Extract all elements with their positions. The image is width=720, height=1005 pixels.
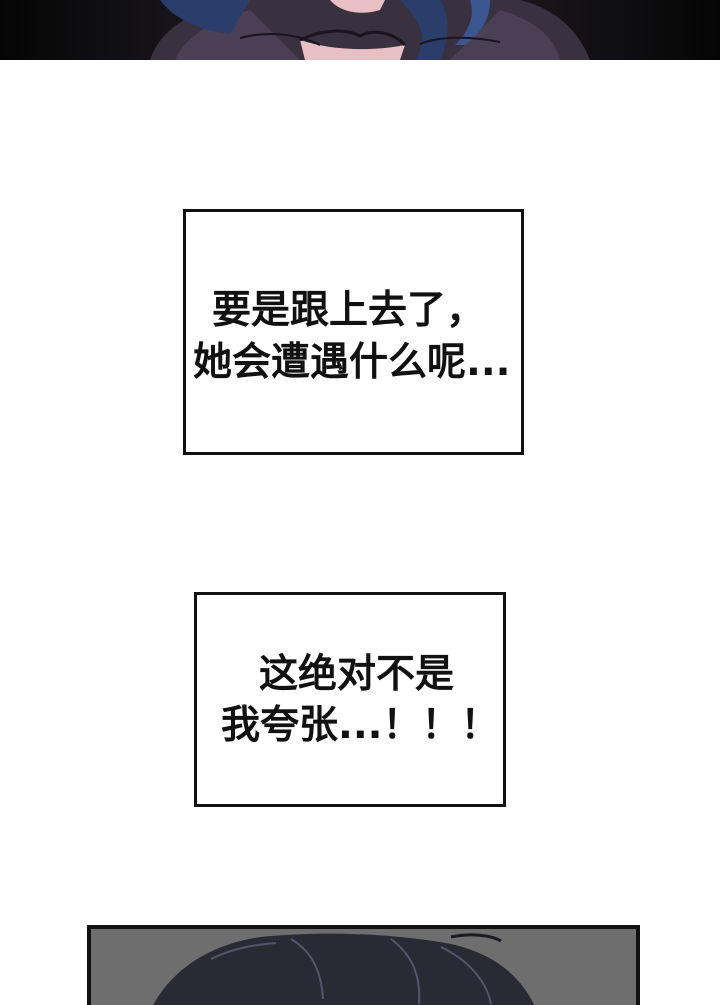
- caption-box-1: 要是跟上去了， 她会遭遇什么呢...: [183, 209, 524, 455]
- caption-2-line-1: 这绝对不是: [259, 652, 455, 697]
- character-shoulders-art: [0, 0, 720, 60]
- caption-1-line-2: 她会遭遇什么呢...: [193, 340, 511, 385]
- caption-box-2: 这绝对不是 我夸张...！！！: [194, 592, 506, 807]
- bottom-art-panel: [87, 925, 640, 1005]
- character-head-art: [91, 929, 636, 1005]
- caption-1-line-1: 要是跟上去了，: [212, 288, 486, 333]
- top-art-panel: [0, 0, 720, 60]
- caption-2-line-2: 我夸张...！！！: [221, 703, 500, 748]
